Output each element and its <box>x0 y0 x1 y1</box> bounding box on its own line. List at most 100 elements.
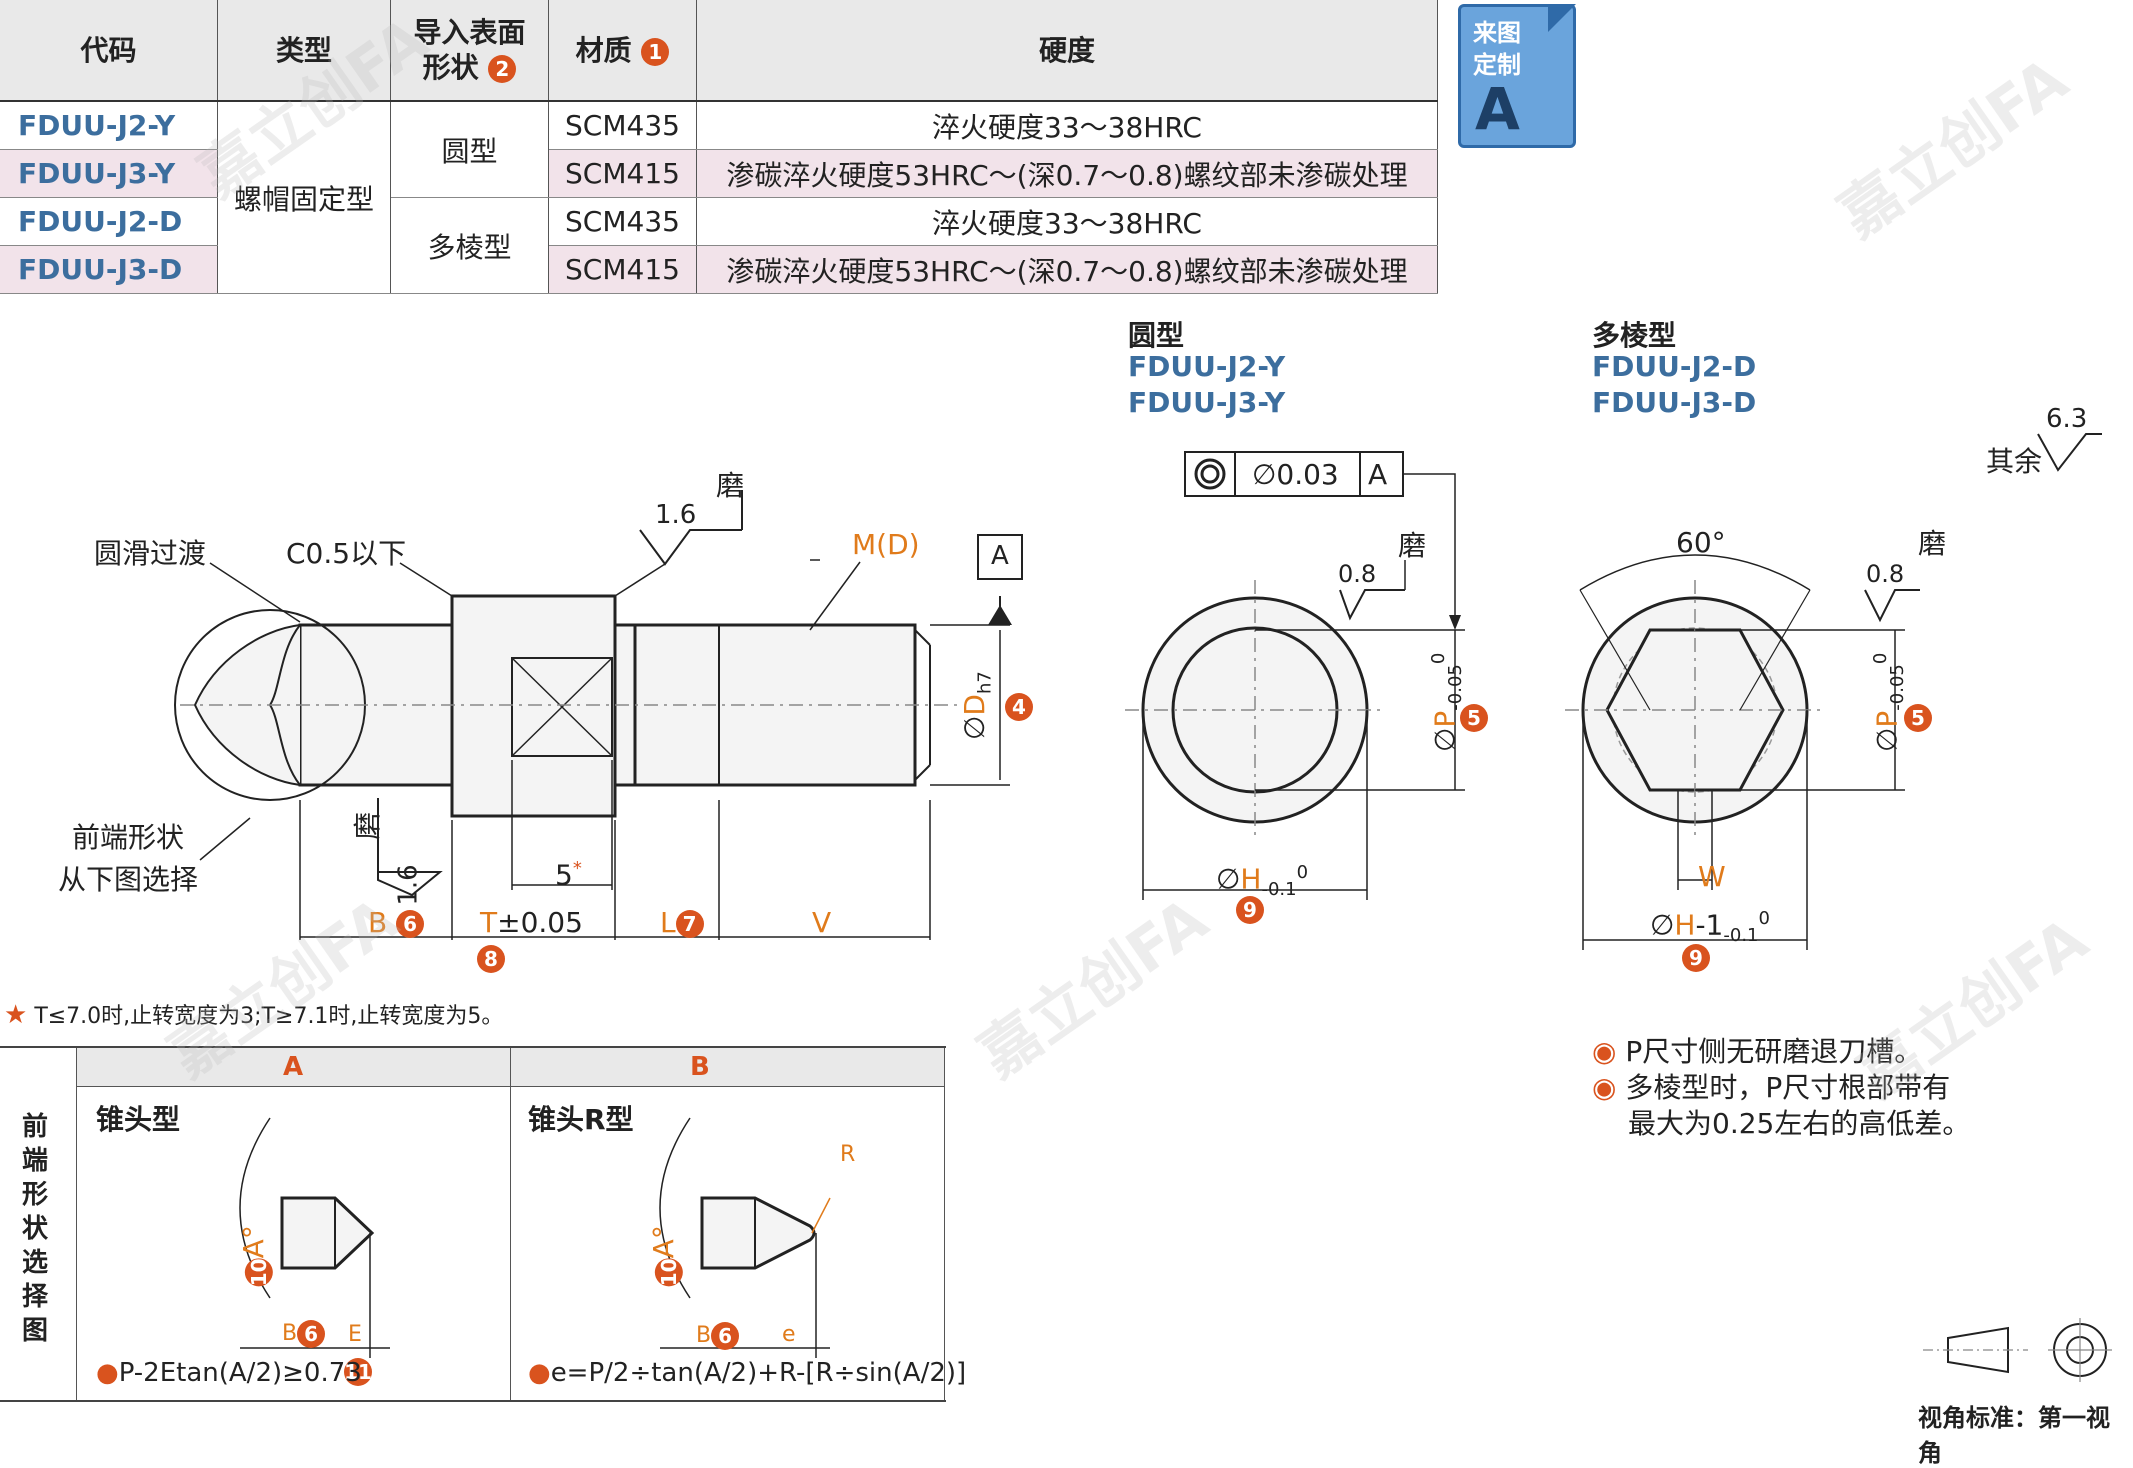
label-smooth-transition: 圆滑过渡 <box>94 537 207 570</box>
round-num-9: 9 <box>1236 896 1264 924</box>
collar <box>450 594 617 818</box>
sel-A-E-dim: E <box>348 1322 362 1347</box>
hardness-cell: 渗碳淬火硬度53HRC～(深0.7～0.8)螺纹部未渗碳处理 <box>696 245 1438 294</box>
table-row: FDUU-J2-D 多棱型 SCM435 淬火硬度33～38HRC <box>0 197 1438 294</box>
bullet-icon: ● <box>96 1358 119 1388</box>
code-cell: FDUU-J2-Y <box>0 101 218 150</box>
material-cell: SCM415 <box>548 149 697 198</box>
round-roughness: 0.8 <box>1338 560 1377 588</box>
note-2: ◉ 多棱型时，P尺寸根部带有 <box>1592 1066 1950 1106</box>
roughness-symbol-icon <box>2037 433 2102 472</box>
note-1-text: P尺寸侧无研磨退刀槽。 <box>1625 1035 1923 1068</box>
header-material-label: 材质 <box>575 33 632 67</box>
material-cell: SCM435 <box>548 197 697 246</box>
round-P-upper: 0 <box>1428 652 1449 665</box>
num-10: 10 <box>654 1258 683 1287</box>
num-5: 5 <box>1460 704 1488 732</box>
general-roughness-label: 其余 <box>1986 445 2043 478</box>
star-icon: ★ <box>4 1000 28 1030</box>
round-P: P <box>1428 710 1462 728</box>
sel-A-formula: ●P-2Etan(A/2)≥0.73 <box>96 1358 362 1388</box>
num-7: 7 <box>675 910 704 938</box>
multi-H-lower: -0.1 <box>1723 924 1759 946</box>
dim-B: B <box>696 1323 712 1348</box>
round-code2: FDUU-J3-Y <box>1128 386 1286 419</box>
header-hardness: 硬度 <box>696 0 1438 102</box>
multi-num-5: 5 <box>1904 704 1932 732</box>
dim-B: B <box>282 1321 298 1346</box>
badge-line2: 定制 <box>1473 51 1521 79</box>
label-roughness-top: 1.6 <box>655 500 697 530</box>
sel-A-angle: 10A° <box>237 1225 273 1287</box>
header-code: 代码 <box>0 0 218 102</box>
label-chamfer: C0.5以下 <box>286 537 407 570</box>
sel-B-e-dim: e <box>782 1322 796 1347</box>
watermark-brand: 嘉立创FA <box>1826 44 2081 252</box>
multi-title: 多棱型 <box>1592 319 1677 352</box>
label-dim-5: 5* <box>555 858 582 891</box>
general-roughness-value: 6.3 <box>2046 404 2088 434</box>
code-cell: FDUU-J3-Y <box>0 149 218 198</box>
multi-P-upper: 0 <box>1870 652 1891 665</box>
round-H: H <box>1240 862 1262 896</box>
table-row: FDUU-J3-D SCM415 渗碳淬火硬度53HRC～(深0.7～0.8)螺… <box>0 245 1438 294</box>
multi-code2: FDUU-J3-D <box>1592 386 1757 419</box>
label-datum-A: A <box>991 541 1009 571</box>
round-view <box>1125 451 1465 900</box>
multi-H-upper: 0 <box>1758 908 1770 929</box>
sel-B-formula: ●e=P/2÷tan(A/2)+R-[R÷sin(A/2)] <box>528 1358 966 1388</box>
num-6: 6 <box>711 1322 740 1350</box>
multi-dim-W: W <box>1698 860 1726 893</box>
code-cell: FDUU-J3-D <box>0 245 218 294</box>
dim-5: 5 <box>555 858 573 892</box>
num-5: 5 <box>1904 704 1932 732</box>
header-shape-line1: 导入表面 <box>413 16 526 49</box>
code-cell: FDUU-J2-D <box>0 197 218 246</box>
header-shape: 导入表面 形状 2 <box>390 0 549 102</box>
thread-M: M <box>852 528 877 561</box>
multi-grind: 磨 <box>1918 527 1947 560</box>
tip-shaft <box>298 623 457 787</box>
bullet-icon: ● <box>528 1358 551 1388</box>
note-2-cont: 最大为0.25左右的高低差。 <box>1628 1107 1971 1140</box>
dia-symbol: ∅ <box>958 715 991 740</box>
multi-H-suffix: -1 <box>1695 908 1724 942</box>
sel-col-A: A <box>283 1052 304 1082</box>
shape-cell-multi: 多棱型 <box>390 197 549 294</box>
num-10: 10 <box>244 1258 273 1287</box>
num-9: 9 <box>1682 944 1710 972</box>
num-6: 6 <box>396 910 425 938</box>
material-cell: SCM435 <box>548 101 697 150</box>
label-thread: M(D) <box>852 528 920 561</box>
num-badge-2: 2 <box>488 55 517 83</box>
angle-A: A° <box>646 1225 680 1259</box>
num-9: 9 <box>1236 896 1264 924</box>
round-title: 圆型 <box>1128 319 1185 352</box>
bullet-icon: ◉ <box>1592 1071 1617 1104</box>
round-num-5: 5 <box>1460 704 1488 732</box>
round-datum: A <box>1368 458 1388 491</box>
sel-A-title: 锥头型 <box>96 1103 181 1136</box>
multi-dim-H: ∅H-1-0.10 <box>1650 908 1770 946</box>
hardness-cell: 淬火硬度33～38HRC <box>696 197 1438 246</box>
spec-table: 代码 类型 导入表面 形状 2 材质 1 硬度 FDUU-J2-Y 螺帽固定型 … <box>0 0 1438 294</box>
round-H-lower: -0.1 <box>1261 878 1297 900</box>
multi-angle: 60° <box>1676 526 1726 559</box>
custom-drawing-badge[interactable]: 来图 定制 A <box>1458 4 1576 148</box>
num-6: 6 <box>297 1320 326 1348</box>
dim-B: B <box>368 906 388 939</box>
star-note-text: T≤7.0时,止转宽度为3;T≥7.1时,止转宽度为5。 <box>34 1004 504 1029</box>
badge-line1: 来图 <box>1473 19 1521 47</box>
num-11: 11 <box>344 1358 372 1386</box>
sel-B-title: 锥头R型 <box>528 1103 634 1136</box>
header-material: 材质 1 <box>548 0 697 102</box>
badge-fold-icon <box>1548 4 1576 32</box>
num-8: 8 <box>477 945 505 973</box>
table-row: FDUU-J3-Y SCM415 渗碳淬火硬度53HRC～(深0.7～0.8)螺… <box>0 149 1438 198</box>
multi-P: P <box>1870 710 1904 728</box>
dim-T-tol: ±0.05 <box>497 906 583 939</box>
label-dia-D: ∅Dh7 <box>958 671 996 740</box>
multi-roughness: 0.8 <box>1866 560 1905 588</box>
